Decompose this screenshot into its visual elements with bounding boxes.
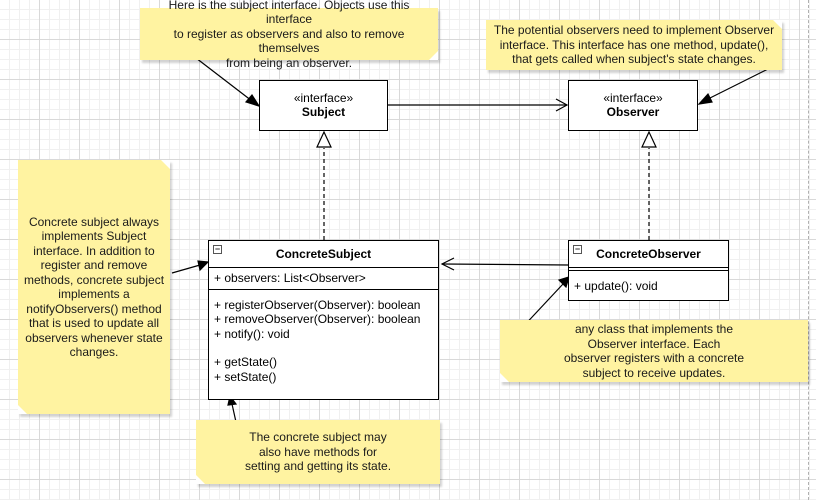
method-item: + notify(): void <box>214 326 290 341</box>
method-item: + setState() <box>214 369 277 384</box>
note-text: methods, concrete subject <box>23 272 165 287</box>
observer-note-arrow <box>705 67 771 101</box>
collapse-icon[interactable]: − <box>213 244 222 254</box>
interface-stereotype: «interface» <box>603 91 663 105</box>
note-text: observer registers with a concrete <box>563 351 745 365</box>
interface-stereotype: «interface» <box>293 91 354 105</box>
note-text: any class that implements the <box>574 322 734 336</box>
methods-section: + update(): void <box>569 271 728 297</box>
concrete-observer-class[interactable]: − ConcreteObserver + update(): void <box>568 240 729 301</box>
collapse-icon[interactable]: − <box>573 244 582 254</box>
note-text: that gets called when subject's state ch… <box>512 52 756 67</box>
subject-observer-association <box>388 98 569 112</box>
note-text: implements Subject <box>41 229 147 243</box>
observer-interface-box[interactable]: «interface» Observer <box>568 80 698 131</box>
concrete-subject-note: Concrete subject always implements Subje… <box>18 160 170 414</box>
note-text: changes. <box>69 345 119 359</box>
observer-interface-note: The potential observers need to implemen… <box>486 20 782 70</box>
method-item: + registerObserver(Observer): boolean <box>214 297 421 312</box>
interface-name: Observer <box>606 105 660 119</box>
note-text: notifyObservers() method <box>26 301 162 316</box>
note-text: setting and getting its state. <box>244 459 392 474</box>
note-text: to register as observers and also to rem… <box>173 26 405 56</box>
note-text: The potential observers need to implemen… <box>493 23 775 38</box>
attribute-item: + observers: List<Observer> <box>214 271 366 285</box>
concrete-subject-note-arrowhead <box>197 260 210 272</box>
subject-realization <box>316 130 332 240</box>
page-boundary <box>808 0 809 500</box>
method-item: + removeObserver(Observer): boolean <box>214 312 421 326</box>
class-name: ConcreteObserver <box>596 247 701 261</box>
methods-section: + registerObserver(Observer): boolean + … <box>209 290 438 388</box>
note-text: Observer interface. Each <box>587 336 721 351</box>
note-text: The concrete subject may <box>249 430 387 445</box>
note-text: Concrete subject always <box>28 214 160 229</box>
note-text: interface. This interface has one method… <box>499 37 769 52</box>
note-text: that is used to update all <box>28 316 160 330</box>
class-header: − ConcreteObserver <box>569 241 728 268</box>
observer-subject-association <box>440 257 569 271</box>
note-text: from being an observer. <box>225 55 353 70</box>
note-text: subject to receive updates. <box>582 365 726 380</box>
note-text: interface. In addition to <box>33 243 155 258</box>
subject-interface-note: Here is the subject interface. Objects u… <box>140 0 438 70</box>
note-text: implements a <box>58 287 130 301</box>
state-methods-note: The concrete subject may also have metho… <box>196 420 440 484</box>
subject-interface-box[interactable]: «interface» Subject <box>259 80 388 131</box>
attributes-section <box>569 268 728 271</box>
attributes-section: + observers: List<Observer> <box>209 268 438 290</box>
note-text: Here is the subject interface. Objects u… <box>168 0 410 27</box>
method-item: + update(): void <box>574 279 658 293</box>
concrete-observer-note: any class that implements the Observer i… <box>500 320 808 382</box>
state-note-arrow <box>231 403 237 423</box>
subject-note-arrow <box>195 57 253 102</box>
note-text: register and remove <box>40 258 148 272</box>
subject-note-arrowhead <box>244 93 261 108</box>
observer-note-arrowhead <box>697 92 713 105</box>
class-name: ConcreteSubject <box>275 247 372 261</box>
concrete-observer-note-arrowhead <box>557 276 570 289</box>
note-text: observers whenever state <box>25 330 163 345</box>
concrete-subject-note-arrow <box>171 264 201 274</box>
class-header: − ConcreteSubject <box>209 241 438 268</box>
note-text: also have methods for <box>258 444 378 459</box>
observer-realization <box>641 130 657 240</box>
method-item: + getState() <box>214 355 278 369</box>
interface-name: Subject <box>301 105 346 119</box>
concrete-subject-class[interactable]: − ConcreteSubject + observers: List<Obse… <box>208 240 439 400</box>
